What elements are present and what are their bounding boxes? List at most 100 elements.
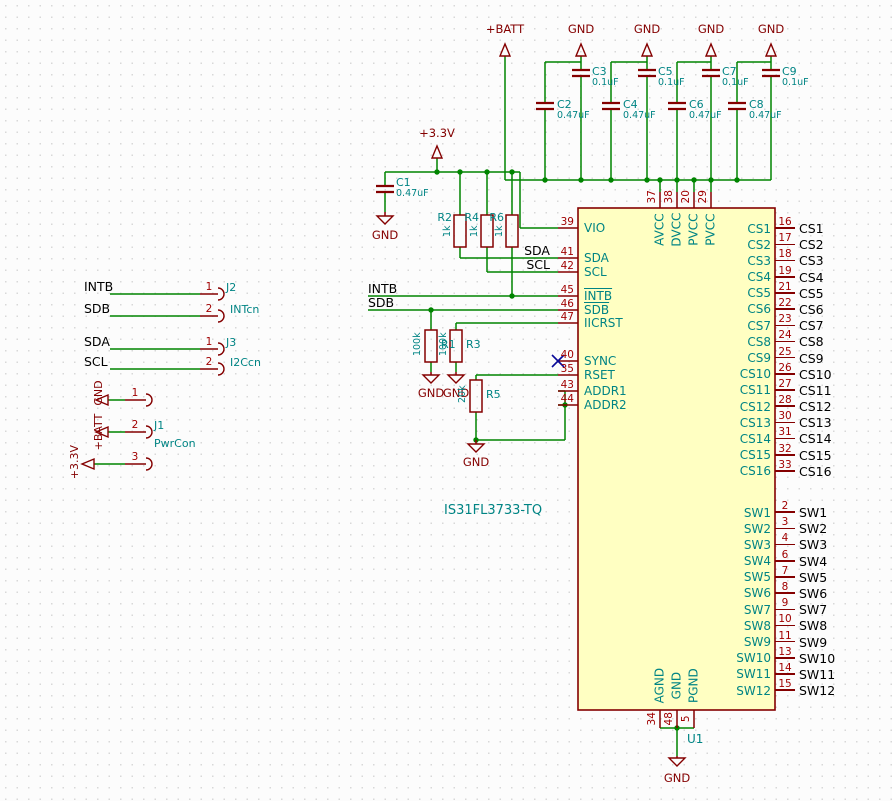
net-label[interactable]: SW9 <box>799 634 828 650</box>
ic-pin-row[interactable]: CS5 21 CS5 <box>610 281 880 301</box>
ic-pin-row[interactable]: CS3 18 CS3 <box>610 248 880 269</box>
resistor-ref[interactable]: R1 <box>441 338 456 351</box>
net-label[interactable]: CS1 <box>799 221 824 236</box>
ic-pin-row[interactable]: CS11 27 CS11 <box>610 378 880 398</box>
net-label-intb[interactable]: INTB <box>368 281 398 296</box>
ic-pin-row[interactable]: CS8 24 CS8 <box>610 329 880 350</box>
net-label-sdb[interactable]: SDB <box>84 301 111 316</box>
cap-ref[interactable]: C5 <box>658 65 673 78</box>
cap-ref[interactable]: C9 <box>782 65 797 78</box>
ic-pin-row[interactable]: CS7 23 CS7 <box>610 313 880 334</box>
net-label-scl[interactable]: SCL <box>526 257 550 272</box>
ic-pin-row[interactable]: CS1 16 CS1 <box>610 216 880 236</box>
connector-ref[interactable]: J2 <box>226 281 237 294</box>
ic-pin-row[interactable]: CS9 25 CS9 <box>610 346 880 366</box>
resistor-ref[interactable]: R5 <box>486 388 501 401</box>
ic-pin-row[interactable]: SW11 14 SW11 <box>610 662 880 682</box>
net-label[interactable]: CS3 <box>799 253 824 269</box>
resistor-ref[interactable]: R4 <box>464 211 479 224</box>
ic-pin-row[interactable]: SW3 4 SW3 <box>610 532 880 553</box>
ic-pin-row[interactable]: CS2 17 CS2 <box>610 232 880 253</box>
ic-pin-row[interactable]: SW1 2 SW1 <box>610 500 880 520</box>
resistor-ref[interactable]: R3 <box>466 338 481 351</box>
net-label[interactable]: SW10 <box>799 650 836 666</box>
net-label-intb[interactable]: INTB <box>84 279 114 294</box>
net-label[interactable]: CS10 <box>799 366 832 382</box>
cap-ref[interactable]: C1 <box>396 176 411 189</box>
ic-pin-row[interactable]: SW5 7 SW5 <box>610 565 880 585</box>
capacitor-plates[interactable] <box>376 68 780 194</box>
ic-pin-row[interactable]: SW9 11 SW9 <box>610 630 880 650</box>
net-label[interactable]: CS14 <box>799 431 832 447</box>
ic-pin-row[interactable]: SW8 10 SW8 <box>610 613 880 634</box>
net-label[interactable]: SW4 <box>799 553 828 569</box>
ic-pin-row[interactable]: SW12 15 SW12 <box>610 678 880 699</box>
net-label[interactable]: CS2 <box>799 237 824 253</box>
ic-pin-row[interactable]: SW2 3 SW2 <box>610 516 880 537</box>
pin-number: 38 <box>663 190 676 204</box>
connector-ref[interactable]: J1 <box>154 419 165 432</box>
resistor-bodies[interactable] <box>424 214 519 413</box>
net-label[interactable]: CS15 <box>799 447 832 463</box>
power-symbols[interactable] <box>80 42 778 767</box>
ic-pin-row[interactable]: CS12 28 CS12 <box>610 394 880 415</box>
cap-ref[interactable]: C7 <box>722 65 737 78</box>
net-label[interactable]: CS9 <box>799 350 824 366</box>
cap-ref[interactable]: C6 <box>689 98 704 111</box>
ic-body[interactable] <box>577 207 776 711</box>
net-label[interactable]: CS7 <box>799 318 824 334</box>
ic-pin-row[interactable]: CS13 30 CS13 <box>610 410 880 431</box>
ic-pin-row[interactable]: CS16 33 CS16 <box>610 459 880 479</box>
ic-pin-row[interactable]: SW6 8 SW6 <box>610 581 880 601</box>
wire-layer[interactable] <box>94 56 772 756</box>
cap-ref[interactable]: C2 <box>557 98 572 111</box>
net-label[interactable]: CS11 <box>799 382 832 398</box>
net-label[interactable]: CS6 <box>799 301 824 317</box>
net-label-sdb[interactable]: SDB <box>368 295 395 310</box>
net-label[interactable]: SW2 <box>799 521 828 537</box>
net-label[interactable]: SW5 <box>799 569 828 585</box>
resistor-ref[interactable]: R6 <box>489 211 504 224</box>
net-label[interactable]: SW6 <box>799 585 828 601</box>
net-label-sda[interactable]: SDA <box>84 334 110 349</box>
net-label[interactable]: CS13 <box>799 415 832 431</box>
ic-pin-row[interactable]: CS14 31 CS14 <box>610 426 880 447</box>
net-label[interactable]: SW3 <box>799 537 828 553</box>
net-label[interactable]: SW12 <box>799 683 836 699</box>
ic-pin-row[interactable]: CS10 26 CS10 <box>610 362 880 382</box>
net-label[interactable]: SW7 <box>799 602 828 618</box>
net-label[interactable]: CS4 <box>799 269 824 285</box>
ic-pin-row[interactable]: SW4 6 SW4 <box>610 549 880 569</box>
net-label[interactable]: CS5 <box>799 285 824 301</box>
net-label[interactable]: SW11 <box>799 666 836 682</box>
ic-pin-row[interactable]: SW7 9 SW7 <box>610 597 880 618</box>
resistor-ref[interactable]: R2 <box>437 211 452 224</box>
ic-value[interactable]: IS31FL3733-TQ <box>444 503 543 518</box>
ic-pin-row[interactable]: CS15 32 CS15 <box>610 443 880 463</box>
cap-ref[interactable]: C3 <box>592 65 607 78</box>
ic-ref[interactable]: U1 <box>687 732 704 746</box>
ic-pin-row[interactable]: CS4 19 CS4 <box>610 265 880 285</box>
ic-pin-row[interactable]: SW10 13 SW10 <box>610 646 880 666</box>
cap-ref[interactable]: C4 <box>623 98 638 111</box>
net-label[interactable]: SW8 <box>799 618 828 634</box>
cap-ref[interactable]: C8 <box>749 98 764 111</box>
connector-ref[interactable]: J3 <box>226 336 237 349</box>
net-label[interactable]: SW1 <box>799 505 828 520</box>
net-label[interactable]: CS12 <box>799 399 832 415</box>
ic-pin-row[interactable]: CS6 22 CS6 <box>610 297 880 317</box>
net-label-sda[interactable]: SDA <box>524 243 550 258</box>
net-label-scl[interactable]: SCL <box>84 354 108 369</box>
net-label[interactable]: CS16 <box>799 463 832 479</box>
net-label[interactable]: CS8 <box>799 334 824 350</box>
